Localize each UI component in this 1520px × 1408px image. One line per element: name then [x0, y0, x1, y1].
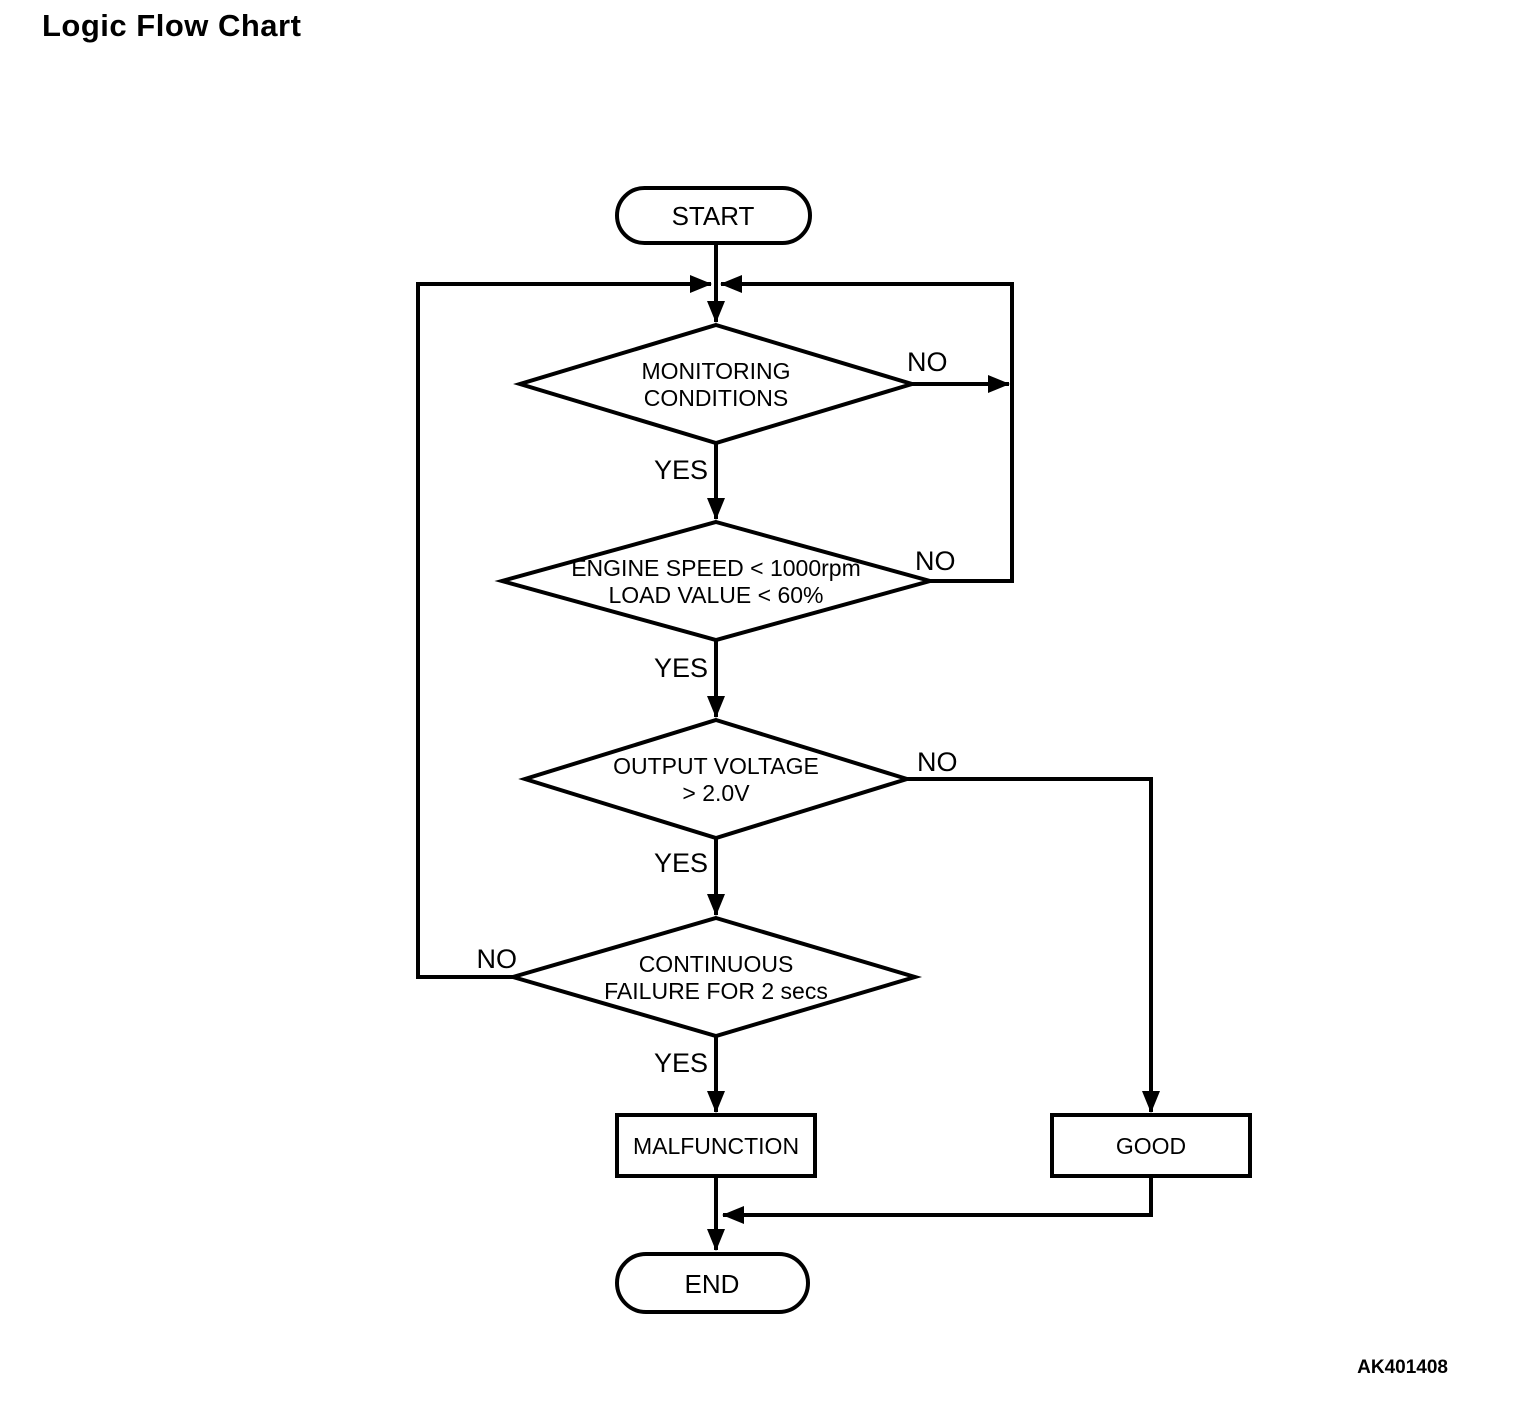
monitoring-conditions-decision	[513, 322, 919, 446]
page-title: Logic Flow Chart	[42, 8, 302, 43]
good-box	[1050, 1113, 1252, 1178]
monitoring-label-line1: MONITORING	[641, 358, 790, 384]
malfunction-label: MALFUNCTION	[633, 1133, 799, 1159]
monitoring-no-label: NO	[907, 347, 948, 377]
engine-yes-label: YES	[654, 653, 708, 683]
voltage-label-line1: OUTPUT VOLTAGE	[613, 753, 819, 779]
monitoring-yes-label: YES	[654, 455, 708, 485]
engine-speed-load-decision	[494, 519, 938, 643]
edge-voltage-no-to-good	[907, 777, 1160, 1113]
engine-no-label: NO	[915, 546, 956, 576]
failure-yes-label: YES	[654, 1048, 708, 1078]
end-terminator	[615, 1252, 810, 1314]
failure-label-line2: FAILURE FOR 2 secs	[604, 978, 828, 1004]
edge-good-to-merge	[722, 1176, 1153, 1224]
voltage-no-label: NO	[917, 747, 958, 777]
edge-engine-no-loop	[720, 275, 1014, 583]
start-terminator	[615, 186, 812, 245]
monitoring-label-line2: CONDITIONS	[644, 385, 788, 411]
failure-no-label: NO	[477, 944, 518, 974]
continuous-failure-decision	[505, 915, 923, 1039]
failure-label-line1: CONTINUOUS	[639, 951, 794, 977]
output-voltage-decision	[518, 717, 914, 841]
end-label: END	[685, 1269, 740, 1299]
engine-label-line2: LOAD VALUE < 60%	[609, 582, 824, 608]
voltage-label-line2: > 2.0V	[682, 780, 750, 806]
edge-failure-no-loop	[416, 275, 712, 979]
malfunction-box	[615, 1113, 817, 1178]
figure-code: AK401408	[1357, 1357, 1448, 1378]
engine-label-line1: ENGINE SPEED < 1000rpm	[571, 555, 861, 581]
start-label: START	[672, 201, 755, 231]
voltage-yes-label: YES	[654, 848, 708, 878]
good-label: GOOD	[1116, 1133, 1186, 1159]
